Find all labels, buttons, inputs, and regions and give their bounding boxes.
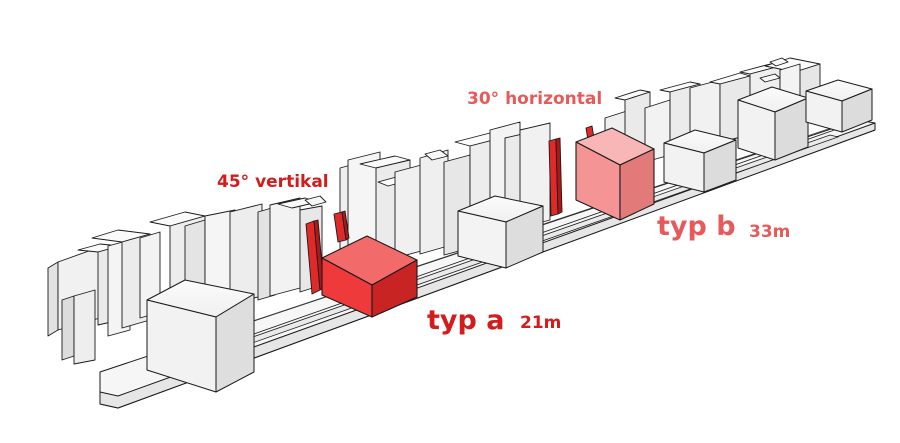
front-block-right-1 [663, 129, 737, 193]
typ-b-block [575, 127, 655, 221]
label-typ-b: typ b [657, 211, 736, 242]
vertical-slits-45deg [305, 210, 350, 295]
front-block-right-3 [805, 79, 873, 133]
typ-a-block [321, 235, 418, 318]
back-buildings-left [47, 195, 327, 365]
label-45-vertikal: 45° vertikal [217, 172, 329, 192]
label-typ-a-height: 21m [520, 313, 562, 333]
label-30-horizontal: 30° horizontal [467, 89, 603, 109]
front-block-right-2 [737, 86, 809, 161]
label-typ-a: typ a [427, 305, 505, 336]
front-block-left [146, 279, 255, 393]
label-typ-b-height: 33m [749, 222, 791, 242]
front-block-middle [457, 195, 544, 269]
